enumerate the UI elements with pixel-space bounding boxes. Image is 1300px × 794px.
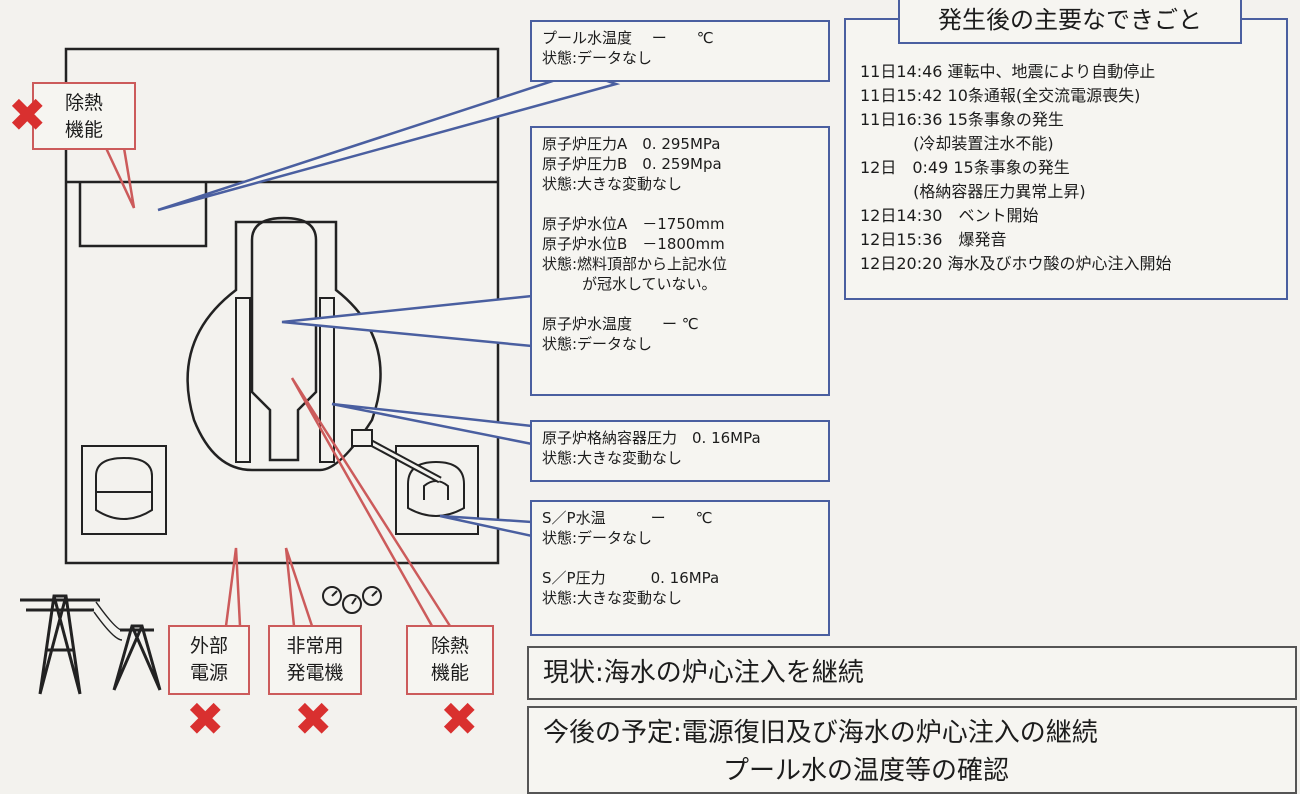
future-plan-line2: プール水の温度等の確認	[723, 756, 1010, 786]
reactor-level-status: 状態:燃料頂部から上記水位	[542, 255, 728, 273]
sp-pressure-status: 状態:大きな変動なし	[542, 589, 683, 607]
callout-heat-removal-bottom: 除熱 機能	[406, 625, 494, 695]
left-equipment-room	[81, 445, 167, 535]
callout-tail-generator	[284, 547, 314, 627]
pedestal-left	[235, 297, 251, 463]
current-status-box: 現状:海水の炉心注入を継続	[527, 646, 1297, 700]
gauge-icon	[322, 586, 382, 614]
cross-icon-generator: ✖	[294, 692, 333, 746]
suppression-pool-inner	[423, 480, 449, 500]
event-item: 12日15:36 爆発音	[860, 230, 1007, 249]
callout-tail-heat-removal	[290, 377, 452, 627]
callout-external-power: 外部 電源	[168, 625, 250, 695]
callout-heat-removal-bottom-text: 除熱 機能	[430, 635, 469, 684]
event-item: 12日14:30 ベント開始	[860, 206, 1039, 225]
pool-status: 状態:データなし	[542, 49, 653, 67]
transmission-tower-right	[112, 624, 162, 691]
fuel-pool	[78, 182, 208, 248]
containment-status: 状態:大きな変動なし	[542, 449, 683, 467]
connectors	[157, 70, 621, 538]
event-item: 11日16:36 15条事象の発生	[860, 110, 1064, 129]
vent-valve	[351, 429, 373, 447]
reactor-water-temp: 原子炉水温度 ー ℃	[542, 315, 699, 333]
event-item: (格納容器圧力異常上昇)	[860, 182, 1086, 201]
reactor-level-b: 原子炉水位B －1800mm	[542, 235, 725, 253]
sp-water-temp-status: 状態:データなし	[542, 529, 653, 547]
reactor-pressure-vessel	[250, 216, 318, 462]
reactor-level-a: 原子炉水位A －1750mm	[542, 215, 725, 233]
sp-pressure: S／P圧力 0. 16MPa	[542, 569, 720, 587]
callout-tail-top	[104, 147, 136, 209]
sp-water-temp: S／P水温 ー ℃	[542, 509, 713, 527]
event-item: 12日 0:49 15条事象の発生	[860, 158, 1070, 177]
reactor-pressure-b: 原子炉圧力B 0. 259Mpa	[542, 155, 722, 173]
reactor-level-status-cont: が冠水していない。	[582, 275, 717, 293]
callout-emergency-generator: 非常用 発電機	[268, 625, 362, 695]
reactor-pressure-a: 原子炉圧力A 0. 295MPa	[542, 135, 721, 153]
transmission-tower-left	[20, 594, 100, 695]
reactor-pressure-status: 状態:大きな変動なし	[542, 175, 683, 193]
sp-info-box: S／P水温 ー ℃ 状態:データなし S／P圧力 0. 16MPa 状態:大きな…	[530, 500, 830, 636]
callout-external-power-text: 外部 電源	[189, 635, 228, 684]
future-plan-box: 今後の予定:電源復旧及び海水の炉心注入の継続 プール水の温度等の確認	[527, 706, 1297, 794]
cross-icon-external-power: ✖	[186, 692, 225, 746]
cross-icon-top: ✖	[8, 88, 47, 142]
containment-vessel	[186, 220, 382, 472]
event-item: (冷却装置注水不能)	[860, 134, 1054, 153]
containment-info-box: 原子炉格納容器圧力 0. 16MPa 状態:大きな変動なし	[530, 420, 830, 482]
right-equipment-room	[395, 445, 479, 535]
reactor-water-temp-status: 状態:データなし	[542, 335, 653, 353]
event-item: 11日14:46 運転中、地震により自動停止	[860, 62, 1156, 81]
pedestal-right	[319, 297, 335, 463]
power-lines	[93, 601, 123, 641]
vent-pipe-core	[361, 436, 441, 482]
current-status: 現状:海水の炉心注入を継続	[543, 658, 864, 688]
callout-tail-external-power	[224, 547, 242, 627]
event-item: 12日20:20 海水及びホウ酸の炉心注入開始	[860, 254, 1172, 273]
event-item: 11日15:42 10条通報(全交流電源喪失)	[860, 86, 1141, 105]
future-plan-line1: 今後の予定:電源復旧及び海水の炉心注入の継続	[543, 718, 1098, 748]
pool-info-box: プール水温度 ー ℃ 状態:データなし	[530, 20, 830, 82]
red-connectors	[104, 147, 452, 627]
events-title: 発生後の主要なできごと	[898, 0, 1242, 44]
containment-pressure: 原子炉格納容器圧力 0. 16MPa	[542, 429, 761, 447]
left-tank	[95, 456, 153, 520]
spacer	[542, 294, 818, 314]
callout-heat-removal-top-text: 除熱 機能	[64, 92, 103, 141]
pool-temp: プール水温度 ー ℃	[542, 29, 714, 47]
reactor-info-box: 原子炉圧力A 0. 295MPa 原子炉圧力B 0. 259Mpa 状態:大きな…	[530, 126, 830, 396]
spacer	[542, 548, 818, 568]
callout-emergency-generator-text: 非常用 発電機	[286, 635, 344, 684]
spacer	[542, 194, 818, 214]
cross-icon-heat-removal: ✖	[440, 692, 479, 746]
events-list: 11日14:46 運転中、地震により自動停止 11日15:42 10条通報(全交…	[860, 60, 1172, 276]
callout-heat-removal-top: 除熱 機能	[32, 82, 136, 150]
